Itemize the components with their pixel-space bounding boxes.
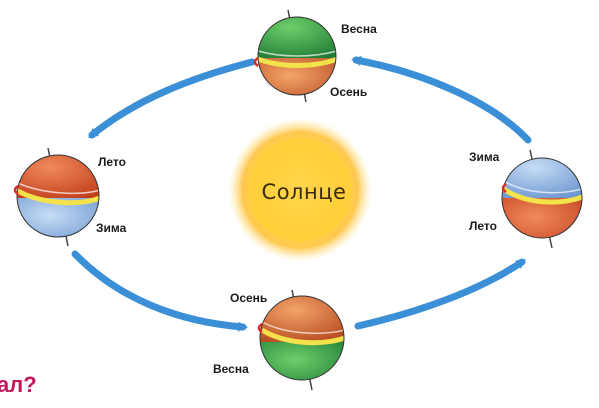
arrow-top-to-left (92, 62, 252, 135)
earth-bottom-lower-label: Весна (213, 362, 249, 376)
arrow-right-to-top (356, 60, 528, 140)
sun-label: Солнце (254, 180, 354, 204)
earth-top-upper-label: Весна (341, 22, 377, 36)
earth-left-lower-label: Зима (96, 221, 126, 235)
earth-top-lower-label: Осень (330, 85, 367, 99)
earth-bottom (255, 290, 355, 392)
earth-left-upper-label: Лето (98, 155, 126, 169)
arrow-bottom-to-right (358, 262, 522, 326)
cropped-question-text: ал? (0, 372, 37, 398)
earth-bottom-upper-label: Осень (230, 291, 267, 305)
arrow-left-to-bottom (75, 254, 243, 327)
earth-right-upper-label: Зима (469, 150, 499, 164)
earth-left (10, 148, 110, 248)
earth-right (495, 150, 595, 253)
earth-right-lower-label: Лето (469, 219, 497, 233)
